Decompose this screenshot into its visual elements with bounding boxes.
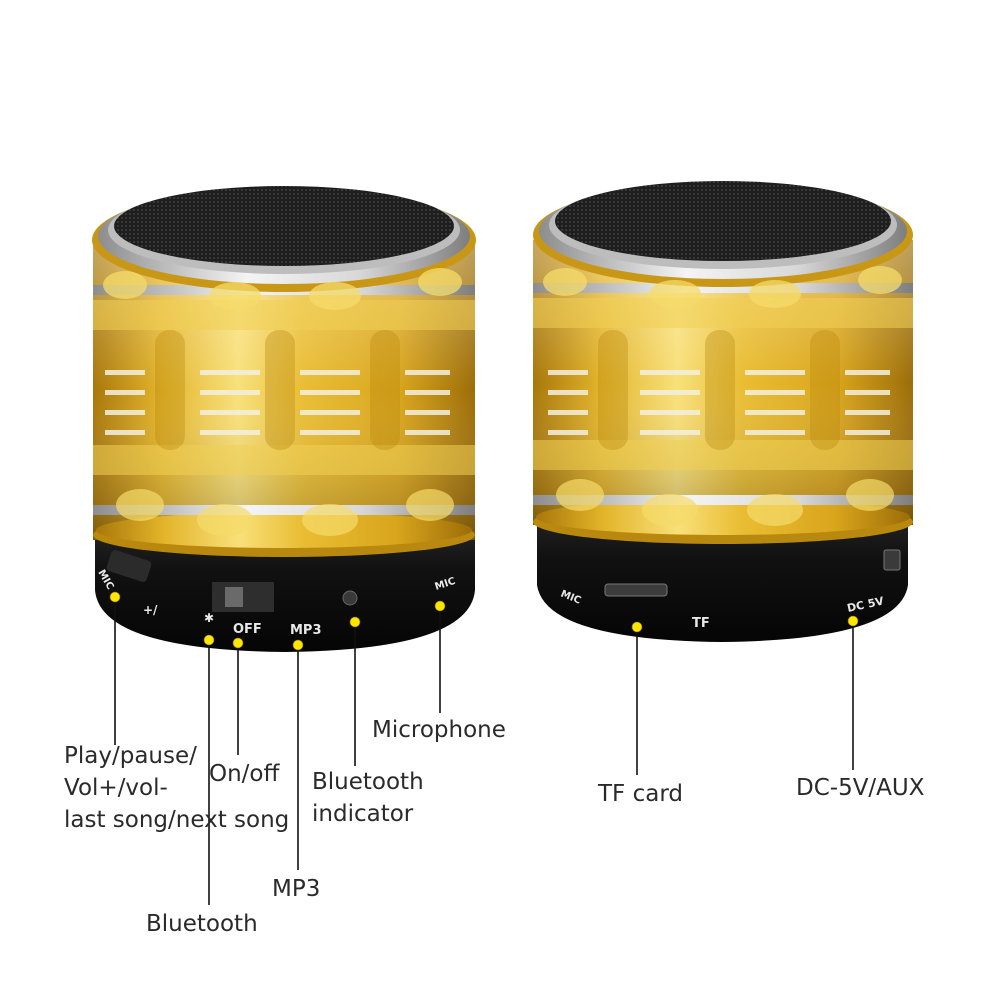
leader-lines	[114, 598, 854, 905]
marker-dot-tf-card	[631, 621, 643, 633]
left-speaker-grille	[114, 186, 454, 266]
right-speaker-grille	[555, 181, 891, 261]
right-speaker-dc-port	[883, 549, 901, 571]
left-speaker-led	[342, 590, 358, 606]
right-speaker-tf-slot	[604, 583, 668, 597]
left-speaker-off-marking: OFF	[233, 622, 262, 637]
callout-bluetooth: Bluetooth	[146, 911, 258, 937]
marker-dot-bluetooth-indicator	[349, 616, 361, 628]
right-speaker: MIC TF DC 5V	[533, 181, 913, 642]
left-speaker: MIC +/ ✱ OFF MP3 MIC	[92, 186, 476, 652]
marker-dot-mp3	[292, 639, 304, 651]
callout-dc5v-aux: DC-5V/AUX	[796, 775, 925, 801]
marker-dot-on-off	[232, 637, 244, 649]
right-speaker-tf-marking: TF	[692, 616, 710, 631]
marker-dots	[109, 591, 859, 651]
callout-play-pause: Play/pause/ Vol+/vol- last song/next son…	[64, 743, 290, 833]
callout-mp3: MP3	[272, 876, 321, 902]
marker-dot-microphone	[434, 600, 446, 612]
callout-on-off: On/off	[209, 761, 280, 787]
marker-dot-play-pause	[109, 591, 121, 603]
callout-tf-card: TF card	[598, 781, 683, 807]
left-speaker-controls-marking: +/	[143, 603, 158, 617]
callout-bluetooth-indicator: Bluetooth indicator	[312, 769, 424, 827]
left-speaker-bluetooth-marking: ✱	[204, 611, 214, 625]
marker-dot-bluetooth	[203, 634, 215, 646]
left-speaker-rocker-switch	[106, 550, 152, 582]
callout-microphone: Microphone	[372, 717, 506, 743]
marker-dot-dc5v	[847, 615, 859, 627]
left-speaker-mp3-marking: MP3	[290, 623, 322, 638]
